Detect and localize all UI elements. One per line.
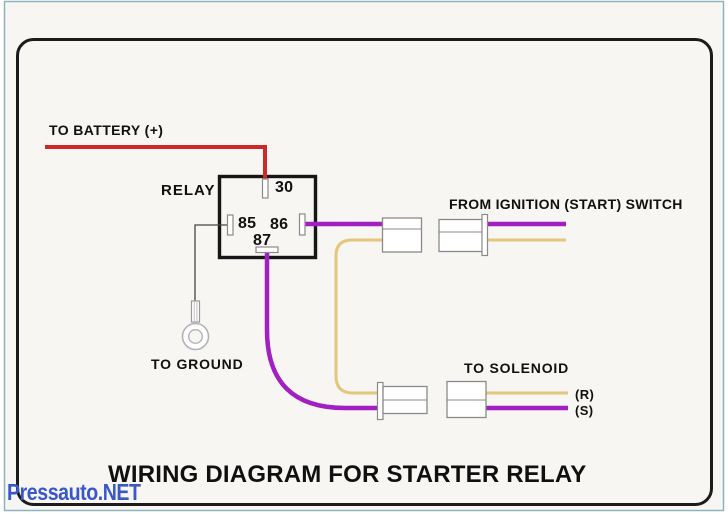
ring-terminal-icon [181, 300, 210, 351]
solenoid-s-label: (S) [575, 403, 594, 418]
connector-tab [376, 381, 384, 421]
relay-terminal-87 [255, 246, 279, 254]
ground-label: TO GROUND [151, 356, 244, 372]
ground-ferrule [190, 300, 201, 323]
watermark: Pressauto.NET [7, 479, 141, 505]
accessory-wire-curve [334, 238, 383, 395]
diagram-frame [16, 38, 713, 506]
relay-terminal-30 [261, 178, 269, 199]
relay-terminal-86 [298, 213, 306, 236]
relay-pin-87-label: 87 [253, 232, 272, 249]
connector-receptacle [438, 218, 484, 253]
relay-label: RELAY [161, 182, 216, 199]
connector-plug [381, 217, 423, 253]
diagram-title: WIRING DIAGRAM FOR STARTER RELAY [108, 461, 587, 488]
solenoid-connector-pair [376, 380, 487, 421]
relay-pin-85-label: 85 [238, 215, 257, 232]
solenoid-r-label: (R) [575, 387, 595, 402]
ground-ring-inner [187, 329, 203, 345]
battery-wire [45, 145, 267, 184]
connector-tab [481, 213, 489, 257]
ground-wire [194, 224, 230, 301]
relay-pin-86-label: 86 [270, 216, 289, 233]
signal-wire-pin87-curve [264, 251, 379, 411]
ignition-connector-pair [381, 213, 489, 257]
page-edge-border [3, 0, 725, 512]
ignition-switch-label: FROM IGNITION (START) SWITCH [449, 196, 683, 212]
solenoid-label: TO SOLENOID [464, 360, 569, 376]
battery-label: TO BATTERY (+) [49, 122, 164, 138]
relay-pin-30-label: 30 [275, 179, 294, 196]
relay-terminal-85 [226, 214, 234, 236]
